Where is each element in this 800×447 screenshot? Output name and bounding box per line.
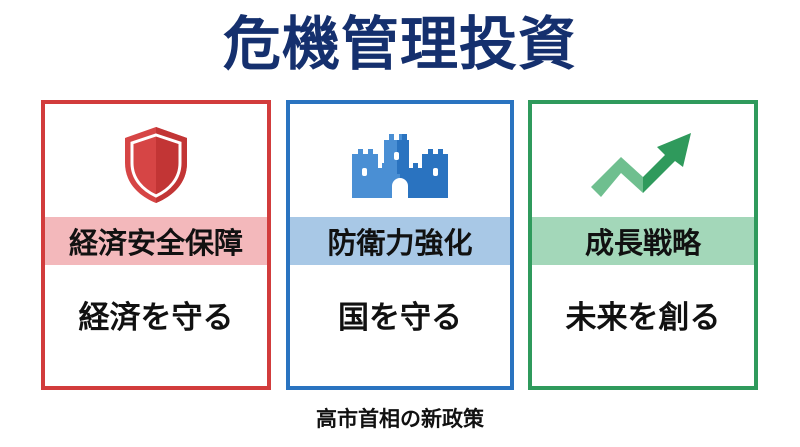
card-subtitle: 国を守る <box>338 300 462 336</box>
card-defense: 防衛力強化 国を守る <box>286 100 514 390</box>
page-title: 危機管理投資 <box>222 10 577 78</box>
card-subtitle: 経済を守る <box>78 300 234 336</box>
footer-caption: 高市首相の新政策 <box>316 407 484 431</box>
card-heading: 成長戦略 <box>532 217 754 265</box>
card-growth-strategy: 成長戦略 未来を創る <box>528 100 758 390</box>
castle-icon <box>290 120 510 210</box>
growth-arrow-icon <box>532 120 754 210</box>
shield-icon <box>45 120 267 210</box>
card-economic-security: 経済安全保障 経済を守る <box>41 100 271 390</box>
card-subtitle: 未来を創る <box>565 300 721 336</box>
card-heading: 防衛力強化 <box>290 217 510 265</box>
card-heading: 経済安全保障 <box>45 217 267 265</box>
